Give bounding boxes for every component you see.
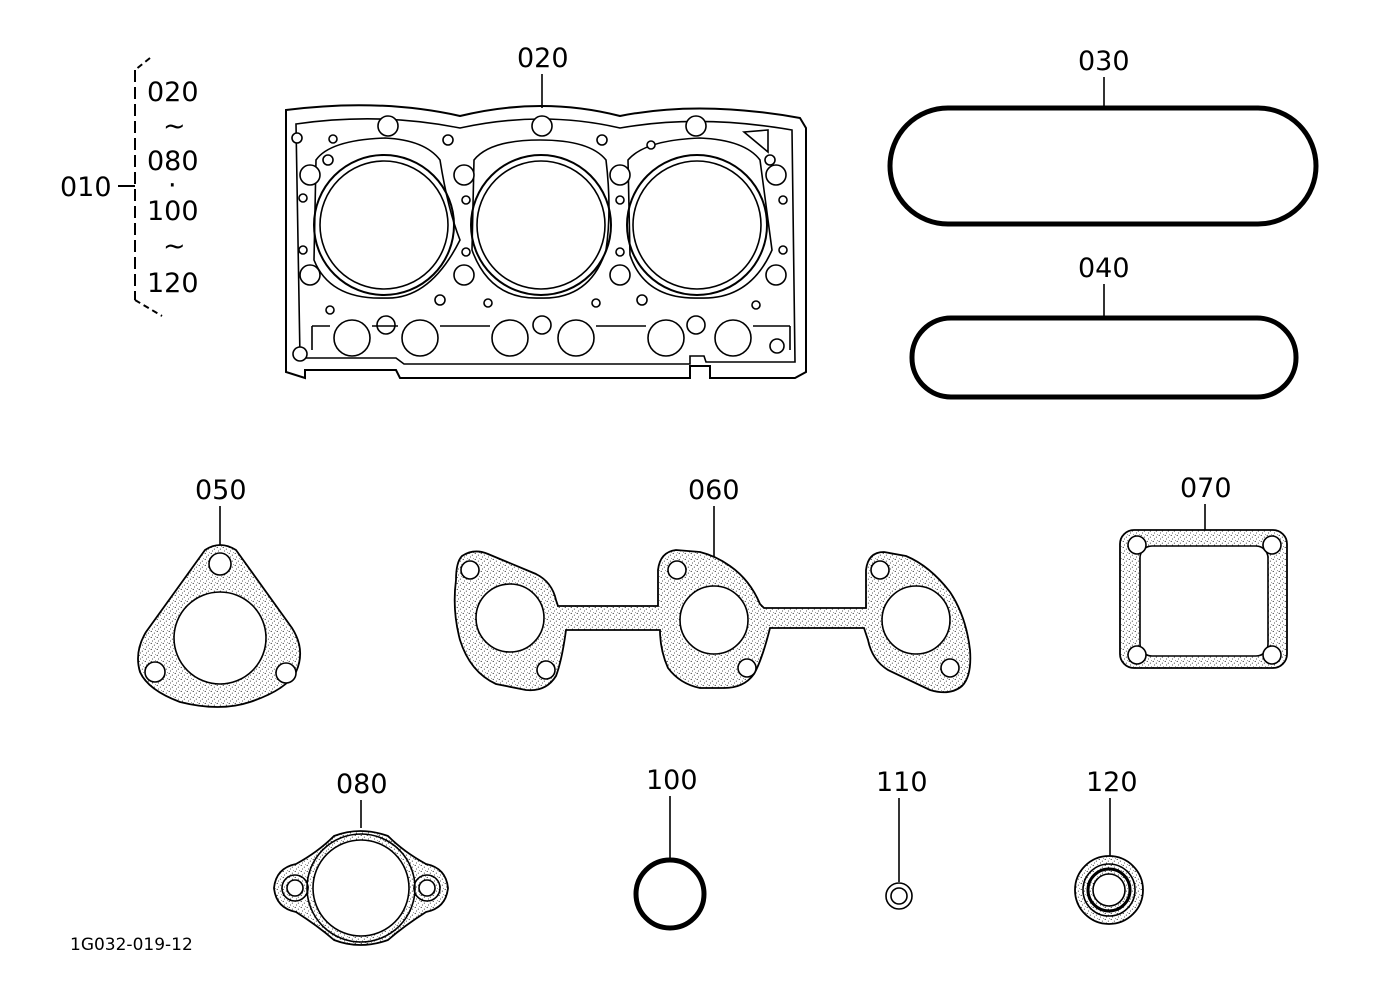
group-range-item: 080 xyxy=(147,146,199,177)
part-100-o-ring: 100 xyxy=(633,765,707,931)
part-070-label: 070 xyxy=(1180,473,1232,504)
part-040-label: 040 xyxy=(1078,253,1130,284)
group-010-bracket: 010 020 ~ 080 · 100 ~ 120 xyxy=(60,57,199,317)
drawing-code: 1G032-019-12 xyxy=(70,935,193,955)
part-110-washer: 110 xyxy=(876,767,928,910)
part-100-label: 100 xyxy=(646,765,698,796)
part-120-label: 120 xyxy=(1086,767,1138,798)
part-060-label: 060 xyxy=(688,475,740,506)
part-110-label: 110 xyxy=(876,767,928,798)
group-range-tilde: ~ xyxy=(163,231,186,262)
group-range-item: 020 xyxy=(147,77,199,108)
group-range-item: 120 xyxy=(147,268,199,299)
part-050-label: 050 xyxy=(195,475,247,506)
part-030-label: 030 xyxy=(1078,46,1130,77)
group-range-dot: · xyxy=(168,170,177,201)
part-120-oil-seal: 120 xyxy=(1074,767,1144,925)
part-030-oval-seal: 030 xyxy=(887,46,1319,227)
group-range-item: 100 xyxy=(147,196,199,227)
part-060-manifold-gasket: 060 xyxy=(453,475,972,694)
part-070-cover-gasket: 070 xyxy=(1119,473,1288,669)
group-range-tilde: ~ xyxy=(163,111,186,142)
part-040-oval-seal: 040 xyxy=(909,253,1299,400)
part-080-label: 080 xyxy=(336,769,388,800)
part-020-head-gasket: 020 xyxy=(285,43,807,380)
part-020-label: 020 xyxy=(517,43,569,74)
group-010-label: 010 xyxy=(60,172,112,203)
part-080-flange-gasket: 080 xyxy=(273,769,449,946)
part-050-flange-gasket: 050 xyxy=(137,475,302,708)
